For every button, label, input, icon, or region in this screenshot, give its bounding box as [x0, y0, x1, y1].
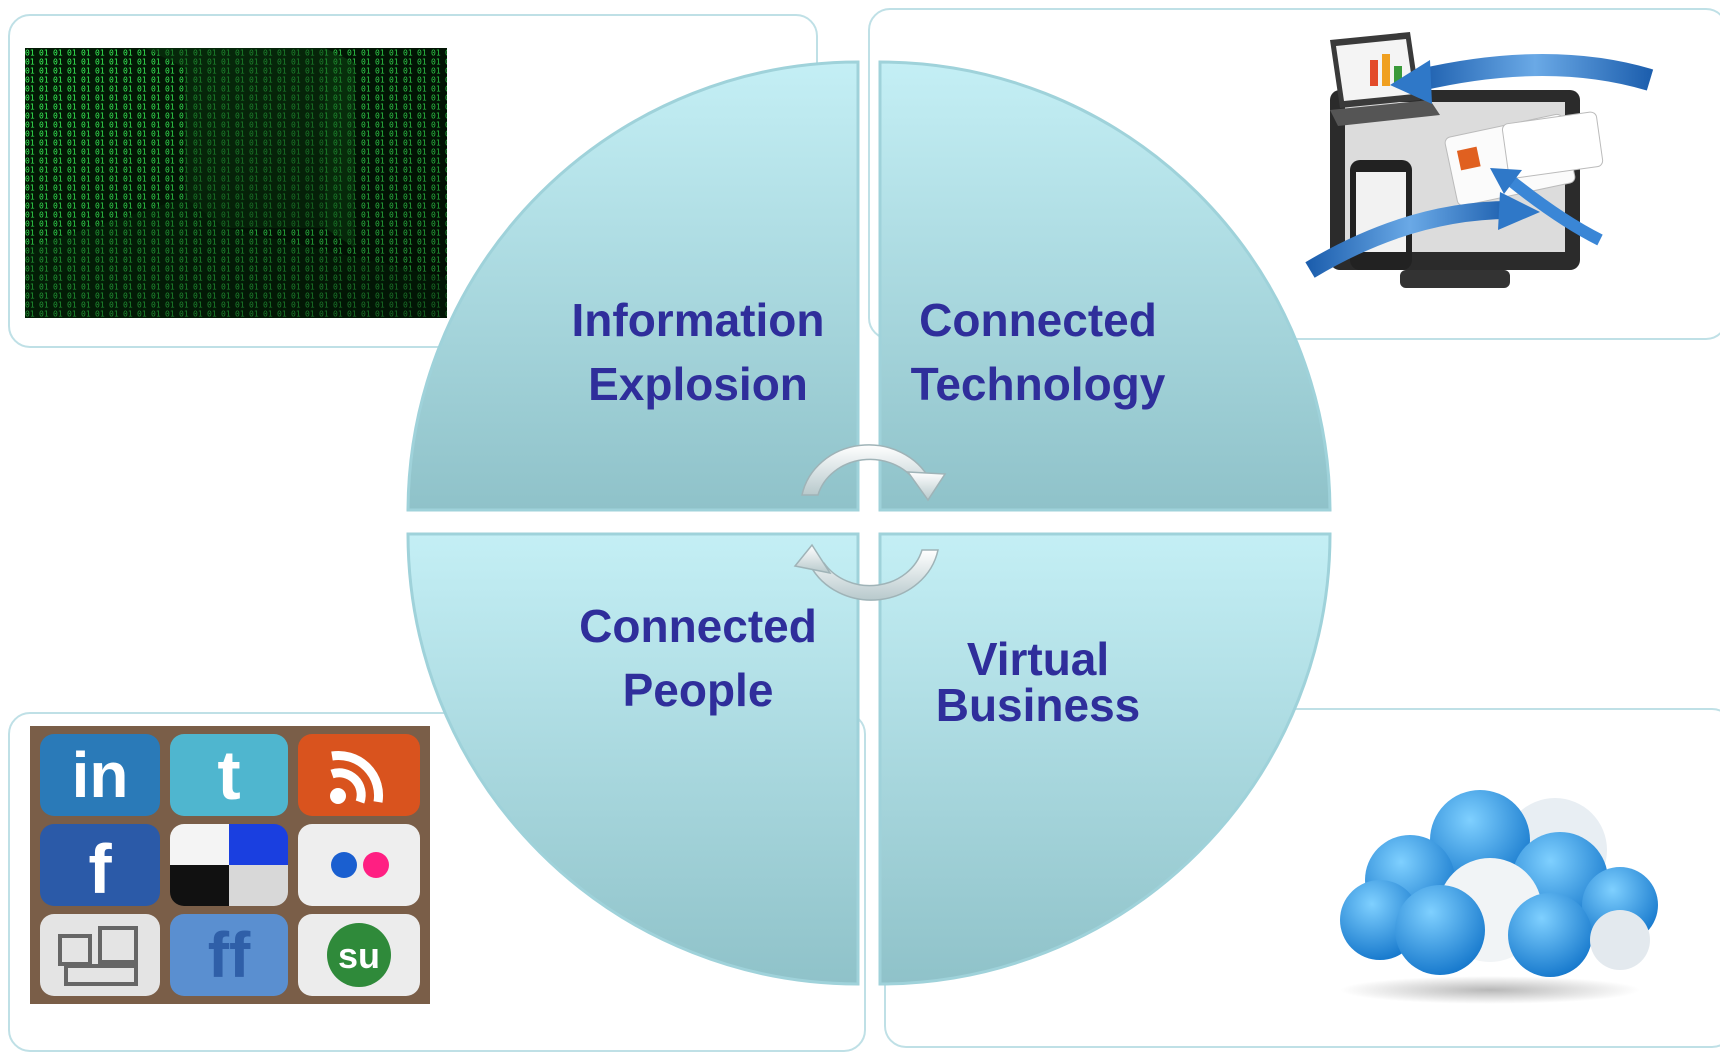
twitter-icon: t	[170, 734, 288, 816]
delicious-icon	[170, 824, 288, 906]
flickr-icon	[298, 824, 420, 906]
connected-devices-image	[1290, 30, 1670, 300]
rss-icon	[298, 734, 420, 816]
friendfeed-icon: ff	[170, 914, 288, 996]
cycle-arrow-bottom	[793, 543, 939, 601]
facebook-icon: f	[40, 824, 160, 908]
label-line: Explosion	[588, 358, 808, 410]
label-line: People	[622, 664, 774, 716]
label-line: Connected	[579, 600, 817, 652]
stumbleupon-icon: su	[298, 914, 420, 996]
label-virtual-business: Virtual Business	[888, 636, 1188, 728]
label-information-explosion: Information Explosion	[548, 288, 848, 416]
label-connected-technology: Connected Technology	[888, 288, 1188, 416]
label-line: Business	[935, 679, 1141, 731]
label-connected-people: Connected People	[548, 594, 848, 722]
linkedin-icon: in	[40, 734, 160, 816]
myspace-icon	[40, 914, 160, 996]
label-line: Information	[571, 294, 825, 346]
cycle-arrow-top	[801, 444, 947, 502]
cloud-image	[1320, 770, 1680, 1010]
label-line: Connected	[919, 294, 1157, 346]
social-icons-image: in t f ff su	[30, 726, 430, 1004]
label-line: Virtual	[966, 633, 1110, 685]
label-line: Technology	[910, 358, 1166, 410]
svg-text:su: su	[338, 935, 380, 976]
binary-matrix-image: 01	[25, 48, 447, 318]
